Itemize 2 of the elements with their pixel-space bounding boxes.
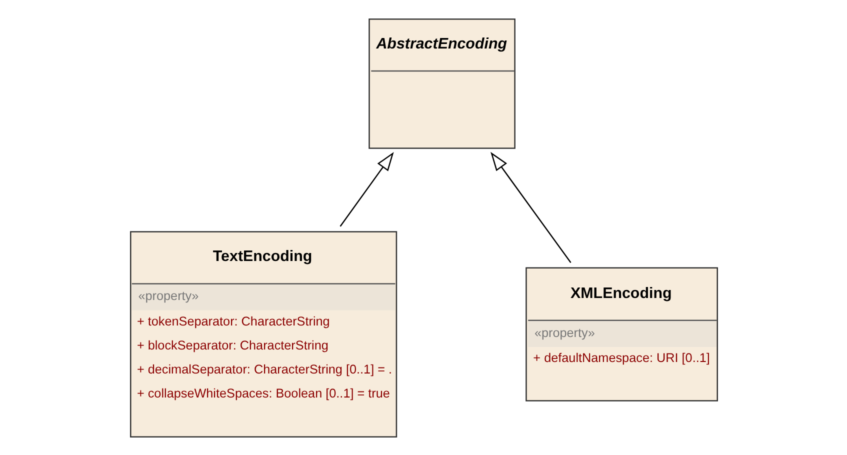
- arrow: [339, 151, 394, 226]
- arrow: [490, 151, 571, 262]
